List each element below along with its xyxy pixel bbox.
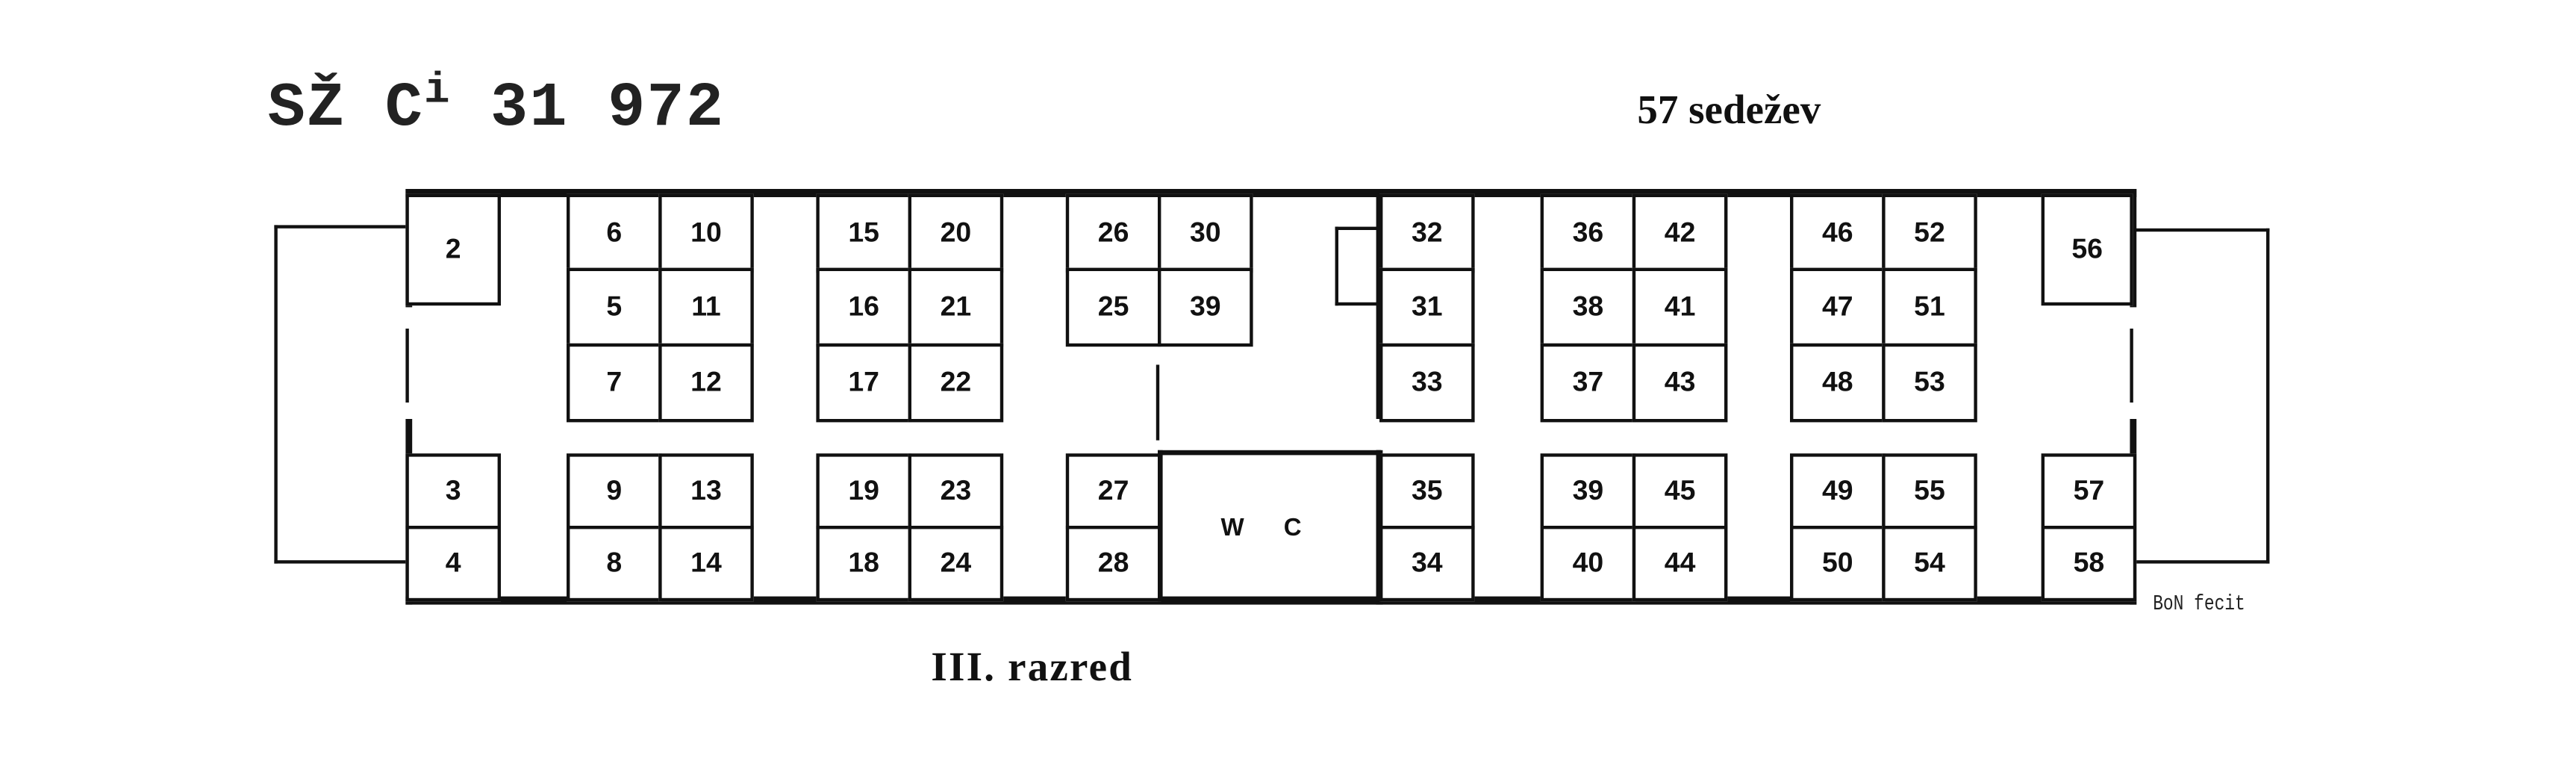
wall-line [2135,560,2270,564]
seat: 26 [1065,193,1161,273]
seat: 15 [816,193,911,273]
wall-line [2130,189,2137,308]
seat: 18 [816,526,911,602]
seat: 27 [1065,453,1161,529]
seat: 44 [1632,526,1728,602]
class-label: III. razred [931,645,1134,690]
wall-line [274,225,278,564]
seat: 56 [2041,193,2133,306]
seat: 28 [1065,526,1161,602]
seat: 40 [1540,526,1636,602]
seat: 47 [1790,267,1886,347]
seat: 25 [1065,267,1161,347]
seat: 35 [1379,453,1475,529]
seat: 6 [567,193,662,273]
seat: 39 [1540,453,1636,529]
title-number: 31 972 [451,74,726,145]
wc-compartment: W C [1158,450,1382,602]
seat: 10 [658,193,754,273]
wall-line [274,225,406,229]
coach-title: SŽ Ci 31 972 [268,66,726,145]
seat: 24 [908,526,1004,602]
seat: 8 [567,526,662,602]
wall-line [1335,226,1338,306]
seat: 2 [405,193,501,306]
wall-line [274,560,406,564]
seat-count: 57 sedežev [1637,88,1821,134]
seat: 41 [1632,267,1728,347]
seat: 53 [1882,343,1977,423]
seat: 30 [1158,193,1253,273]
seat: 17 [816,343,911,423]
seat: 48 [1790,343,1886,423]
seat: 21 [908,267,1004,347]
seat: 46 [1790,193,1886,273]
seat: 3 [405,453,501,529]
seat: 4 [405,526,501,602]
seat: 54 [1882,526,1977,602]
seat: 45 [1632,453,1728,529]
seat: 34 [1379,526,1475,602]
seat: 37 [1540,343,1636,423]
seat: 42 [1632,193,1728,273]
wall-line [1156,364,1160,441]
wall-line [1335,226,1382,230]
wall-line [1335,302,1382,306]
title-main: SŽ C [267,74,425,145]
seat: 13 [658,453,754,529]
seat: 32 [1379,193,1475,273]
seat: 33 [1379,343,1475,423]
wall-line [405,329,409,403]
seat: 58 [2041,526,2137,602]
seat: 38 [1540,267,1636,347]
seat: 57 [2041,453,2137,529]
wall-line [2130,329,2133,403]
seat: 43 [1632,343,1728,423]
title-sup: i [424,66,452,115]
seat: 49 [1790,453,1886,529]
coach-body [405,189,2137,605]
seat: 12 [658,343,754,423]
seat: 9 [567,453,662,529]
wall-line [2266,228,2270,564]
seat: 50 [1790,526,1886,602]
seat: 16 [816,267,911,347]
signature: BoN fecit [2153,591,2245,616]
seat: 39 [1158,267,1253,347]
seat: 14 [658,526,754,602]
seat: 19 [816,453,911,529]
seat: 20 [908,193,1004,273]
seat: 7 [567,343,662,423]
seat: 55 [1882,453,1977,529]
seat: 22 [908,343,1004,423]
seat: 23 [908,453,1004,529]
seat: 52 [1882,193,1977,273]
seat: 5 [567,267,662,347]
seat: 51 [1882,267,1977,347]
seat: 36 [1540,193,1636,273]
seat: 31 [1379,267,1475,347]
wall-line [2135,228,2270,232]
seat: 11 [658,267,754,347]
